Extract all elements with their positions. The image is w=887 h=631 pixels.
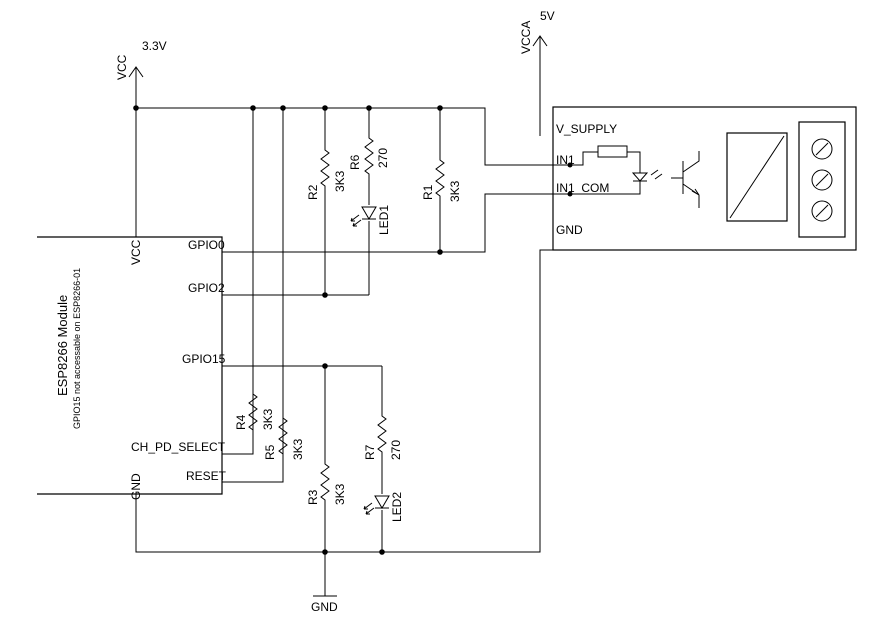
- pin-vcc-label: VCC: [129, 239, 143, 265]
- r4-value: 3K3: [261, 408, 275, 430]
- r2-name: R2: [306, 184, 320, 200]
- relay-in1-com-label: IN1_COM: [556, 181, 609, 195]
- phototransistor-icon: [671, 151, 700, 208]
- vcca-power-symbol: VCCA 5V: [519, 9, 555, 136]
- relay-module: V_SUPPLY IN1 IN1_COM GND: [552, 106, 857, 251]
- r7-name: R7: [363, 444, 377, 460]
- pin-ch-pd-label: CH_PD_SELECT: [131, 440, 226, 454]
- led1-name: LED1: [377, 205, 391, 235]
- relay-input-resistor: [597, 145, 628, 158]
- r3-value: 3K3: [333, 483, 347, 505]
- terminal-block: [798, 121, 846, 238]
- opto-light-icon: [650, 169, 663, 180]
- wires: [135, 107, 553, 553]
- r7-value: 270: [389, 440, 403, 460]
- pin-reset-label: RESET: [186, 469, 227, 483]
- r5-value: 3K3: [291, 438, 305, 460]
- r5-name: R5: [263, 444, 277, 460]
- vcc-power-symbol: VCC 3.3V: [115, 39, 167, 108]
- terminal-screw-icon: [811, 200, 833, 222]
- r6-value: 270: [376, 148, 390, 168]
- r4-name: R4: [234, 414, 248, 430]
- relay-gnd-label: GND: [556, 223, 583, 237]
- component-labels: R2 3K3 R6 270 LED1 R1 3K3 R4 3K3 R5 3K3 …: [234, 148, 462, 522]
- led1-icon: [350, 206, 377, 227]
- ground-symbol: GND: [311, 552, 338, 614]
- relay-coil-icon: [726, 132, 788, 222]
- terminal-screw-icon: [811, 169, 833, 191]
- junction-dots: [133, 105, 443, 555]
- led2-name: LED2: [390, 492, 404, 522]
- pin-gnd-label: GND: [129, 473, 143, 500]
- relay-v-supply-label: V_SUPPLY: [556, 122, 617, 136]
- module-title: ESP8266 Module: [55, 295, 70, 396]
- r2-value: 3K3: [333, 170, 347, 192]
- r1-name: R1: [421, 184, 435, 200]
- ground-label: GND: [311, 600, 338, 614]
- vcca-voltage-label: 5V: [540, 9, 555, 23]
- esp8266-module: ESP8266 Module GPIO15 not accessable on …: [37, 236, 227, 500]
- vcca-power-label: VCCA: [519, 21, 533, 54]
- pin-gpio2-label: GPIO2: [188, 281, 225, 295]
- vcc-power-label: VCC: [115, 54, 129, 80]
- pin-gpio0-label: GPIO0: [188, 238, 225, 252]
- r1-value: 3K3: [448, 180, 462, 202]
- module-note: GPIO15 not accessable on ESP8266-01: [72, 268, 82, 429]
- r6-name: R6: [348, 154, 362, 170]
- r3-name: R3: [306, 489, 320, 505]
- opto-led-icon: [631, 172, 649, 182]
- vcc-voltage-label: 3.3V: [142, 39, 167, 53]
- led2-icon: [363, 495, 390, 515]
- pin-gpio15-label: GPIO15: [182, 352, 226, 366]
- terminal-screw-icon: [811, 138, 833, 160]
